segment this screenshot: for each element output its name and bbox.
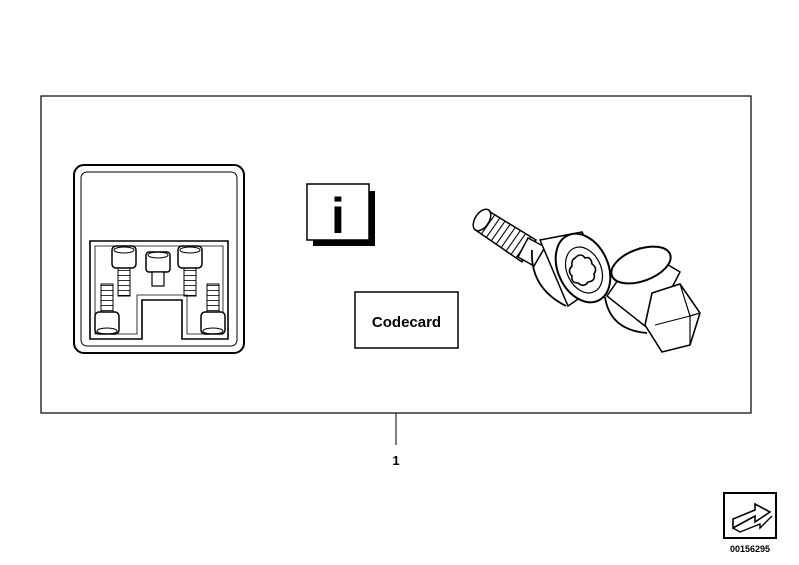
- bolt-storage-tray-icon: [73, 164, 245, 354]
- info-manual-icon: i: [306, 183, 375, 246]
- info-glyph: i: [331, 188, 345, 244]
- adapter-socket-icon: [604, 245, 701, 353]
- back-arrow-icon[interactable]: [723, 492, 777, 539]
- image-number: 00156295: [730, 544, 770, 554]
- codecard-icon: Codecard: [354, 291, 459, 349]
- callout-number: 1: [392, 453, 399, 468]
- locking-wheel-bolt-icon: [472, 208, 612, 308]
- codecard-label: Codecard: [372, 314, 441, 331]
